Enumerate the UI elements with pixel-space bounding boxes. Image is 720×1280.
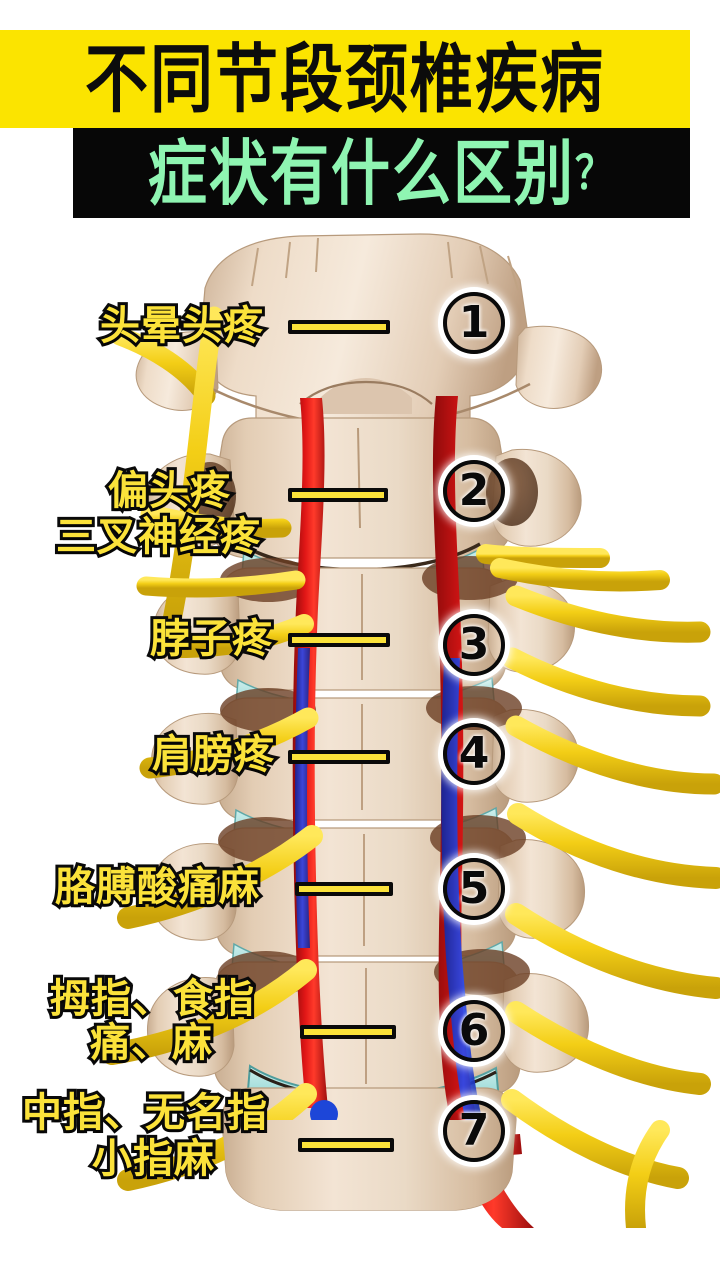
symptom-label-neck-pain: 脖子疼 bbox=[147, 615, 275, 664]
symptom-label-migraine: 偏头疼 bbox=[105, 467, 233, 516]
title-banner-primary: 不同节段颈椎疾病 bbox=[0, 30, 690, 128]
leader-line-5 bbox=[295, 882, 393, 896]
leader-line-7 bbox=[298, 1138, 394, 1152]
vertebra-number-5: 5 bbox=[443, 858, 505, 920]
title-line-2: 症状有什么区别 bbox=[147, 131, 575, 215]
title-line-1: 不同节段颈椎疾病 bbox=[85, 35, 605, 123]
symptom-label-thumb-index: 拇指、食指 bbox=[47, 975, 257, 1024]
vertebra-number-1: 1 bbox=[443, 292, 505, 354]
nerve-roots bbox=[101, 306, 720, 1228]
vertebra-number-3: 3 bbox=[443, 614, 505, 676]
leader-line-4 bbox=[288, 750, 390, 764]
symptom-label-middle-ring-finger: 中指、无名指 bbox=[19, 1089, 270, 1138]
symptom-label-dizziness-headache: 头晕头疼 bbox=[97, 302, 266, 351]
title-banner-secondary: 症状有什么区别？ bbox=[73, 128, 690, 218]
vertebra-number-2: 2 bbox=[443, 460, 505, 522]
vertebra-number-4: 4 bbox=[443, 723, 505, 785]
symptom-label-pain-numbness: 痛、麻 bbox=[87, 1019, 215, 1068]
cervical-spine-illustration bbox=[0, 228, 720, 1228]
leader-line-1 bbox=[288, 320, 390, 334]
title-question-mark: ？ bbox=[575, 146, 616, 200]
leader-line-3 bbox=[288, 633, 390, 647]
vertebra-number-6: 6 bbox=[443, 1000, 505, 1062]
spine-svg bbox=[101, 233, 720, 1228]
symptom-label-shoulder-pain: 肩膀疼 bbox=[149, 731, 277, 780]
vertebra-number-7: 7 bbox=[443, 1100, 505, 1162]
symptom-label-arm-soreness: 胳膊酸痛麻 bbox=[52, 863, 262, 912]
leader-line-2 bbox=[288, 488, 388, 502]
symptom-label-little-finger-numbness: 小指麻 bbox=[89, 1135, 217, 1184]
leader-line-6 bbox=[300, 1025, 396, 1039]
symptom-label-trigeminal-neuralgia: 三叉神经疼 bbox=[53, 513, 263, 562]
